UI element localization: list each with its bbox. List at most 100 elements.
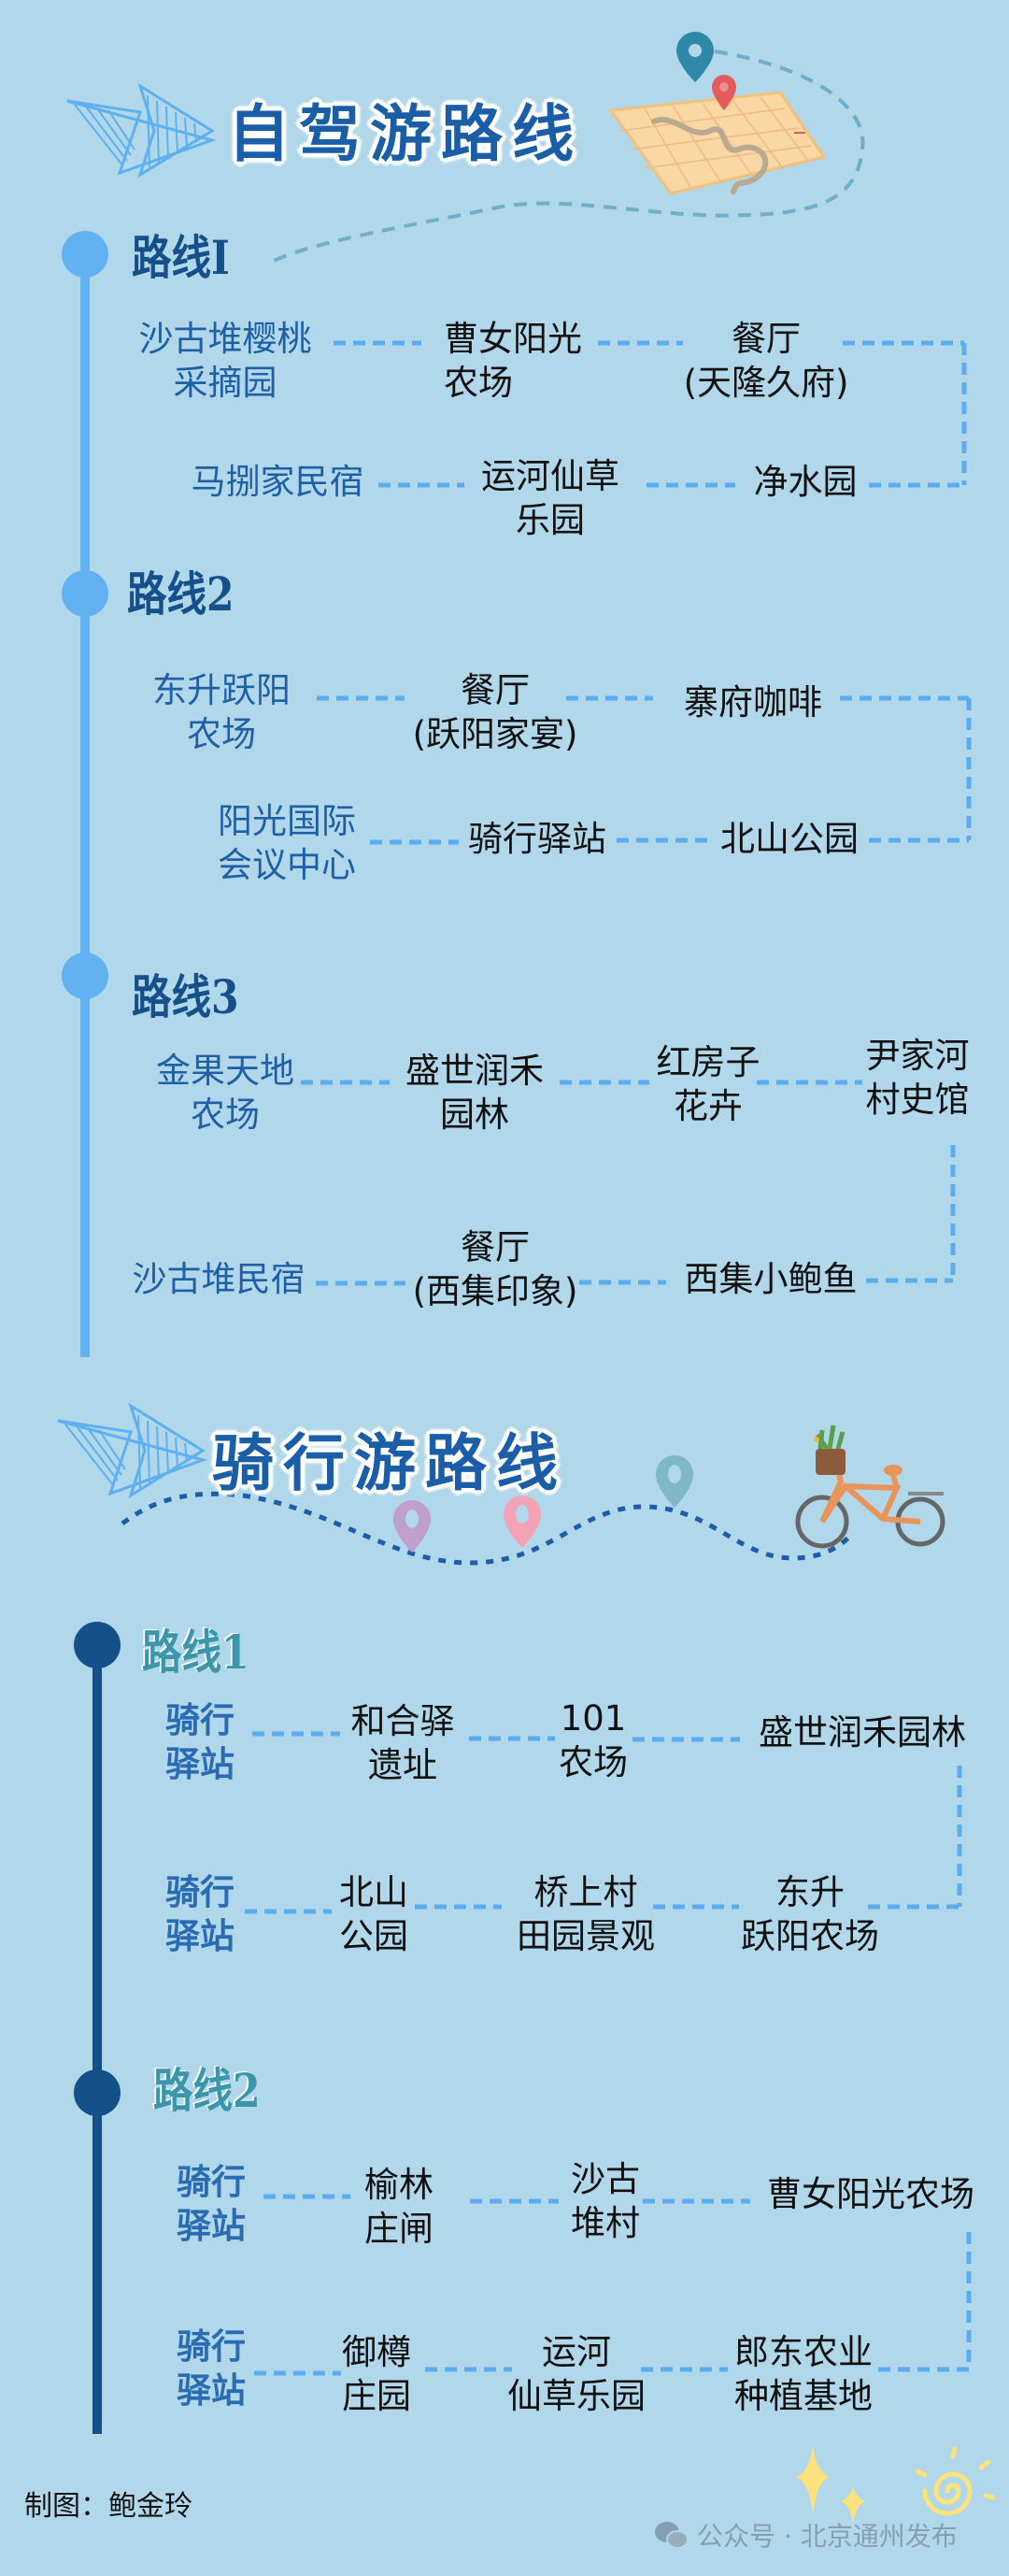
route-stop-line: (跃阳家宴) [412, 714, 578, 754]
route-stop-line: 净水园 [753, 461, 858, 502]
route-stop: 红房子花卉 [657, 1040, 760, 1128]
route-stop-line: 101 [560, 1698, 627, 1739]
route-stop-line: 东升跃阳 [152, 670, 291, 710]
route-stop: 榆林庄闸 [364, 2163, 433, 2251]
route-stop: 马捌家民宿 [192, 460, 364, 504]
route-stop: 沙古堆民宿 [133, 1257, 306, 1301]
route-dashed-path [269, 50, 865, 265]
route-stop: 骑行驿站 [165, 1870, 234, 1958]
route-stop: 北山公园 [339, 1870, 408, 1958]
route-stop: 御樽庄园 [342, 2330, 411, 2418]
route-stop-line: 村史馆 [865, 1080, 970, 1120]
route-stop: 骑行驿站 [165, 1698, 234, 1786]
route-stop-line: 仙草乐园 [507, 2376, 646, 2416]
timeline-dot [62, 231, 108, 278]
route-stop: 金果天地农场 [156, 1049, 294, 1137]
route-stop: 运河仙草乐园 [481, 454, 619, 542]
location-pin-icon [676, 32, 714, 82]
route-stop: 东升跃阳农场 [152, 668, 291, 756]
route-stop-line: 公园 [339, 1916, 408, 1956]
route-stop-line: 运河 [542, 2332, 611, 2372]
route-stop-line: 榆林 [364, 2165, 433, 2205]
route-stop: 桥上村田园景观 [517, 1870, 655, 1958]
route-stop: 尹家河村史馆 [866, 1034, 970, 1122]
section-title-cycling: 骑行游路线 [212, 1427, 567, 1499]
route-stop-line: 堆村 [571, 2203, 640, 2243]
sun-icon [915, 2446, 996, 2516]
route-stop: 东升跃阳农场 [741, 1870, 879, 1958]
route-stop-line: 沙古 [571, 2159, 640, 2199]
route-stop-line: 驿站 [165, 1916, 234, 1956]
route-stop-line: 农场 [191, 1095, 260, 1135]
route-heading: 路线1 [142, 1624, 249, 1680]
route-stop-line: 北山 [339, 1872, 408, 1912]
route-stop-line: 跃阳农场 [741, 1916, 879, 1956]
route-stop-line: 农场 [444, 363, 513, 403]
route-stop-line: 驿站 [177, 2206, 246, 2246]
wechat-icon [655, 2522, 689, 2549]
map-icon [608, 91, 827, 195]
route-stop-line: 马捌家民宿 [191, 461, 364, 502]
location-pin-icon [712, 75, 736, 110]
route-stop: 曹女阳光农场 [444, 317, 582, 405]
route-stop: 净水园 [754, 460, 858, 504]
arrow-icon [66, 82, 218, 179]
route-stop: 寨府咖啡 [684, 680, 822, 724]
route-stop: 盛世润禾园林 [759, 1710, 966, 1754]
route-stop: 运河仙草乐园 [507, 2330, 646, 2418]
route-stop-line: 东升 [775, 1872, 845, 1912]
route-stop-line: 盛世润禾园林 [759, 1711, 966, 1753]
route-stop: 和合驿遗址 [351, 1699, 455, 1787]
route-stop-line: (天隆久府) [683, 363, 849, 403]
route-stop-line: (西集印象) [412, 1271, 578, 1311]
route-stop: 西集小鲍鱼 [685, 1257, 858, 1301]
route-stop-line: 庄园 [342, 2376, 411, 2416]
route-stop-line: 庄闸 [364, 2209, 433, 2249]
watermark-text: 公众号 · 北京通州发布 [697, 2521, 958, 2552]
route-stop-line: 沙古堆樱桃 [138, 319, 312, 359]
route-stop-line: 驿站 [177, 2370, 246, 2411]
timeline-dot [62, 570, 108, 617]
route-stop-line: 寨府咖啡 [684, 681, 822, 723]
cycle-dotted-path [121, 1491, 855, 1566]
route-heading: 路线2 [153, 2063, 261, 2118]
route-stop: 沙古堆樱桃采摘园 [139, 317, 312, 405]
route-heading: 路线2 [127, 566, 234, 622]
arrow-icon [57, 1402, 207, 1499]
route-stop-line: 红房子 [656, 1042, 760, 1082]
sparkle-icon [796, 2446, 865, 2524]
route-stop-line: 驿站 [165, 1744, 234, 1784]
route-stop-line: 金果天地 [156, 1051, 294, 1091]
watermark: 公众号 · 北京通州发布 [654, 2516, 958, 2554]
route-stop-line: 御樽 [342, 2332, 411, 2372]
route-stop-line: 餐厅 [732, 319, 801, 359]
route-stop: 曹女阳光农场 [767, 2172, 974, 2216]
route-stop-line: 盛世润禾 [405, 1051, 544, 1091]
route-stop-line: 花卉 [674, 1086, 743, 1126]
route-stop-line: 骑行 [177, 2162, 246, 2202]
section-title-self-drive: 自驾游路线 [228, 98, 583, 170]
footer-credit: 制图：鲍金玲 [24, 2490, 192, 2523]
location-pin-icon [504, 1496, 541, 1548]
route-stop-line: 种植基地 [734, 2376, 873, 2416]
route-stop-line: 沙古堆民宿 [132, 1258, 306, 1299]
timeline-dot [62, 952, 108, 999]
route-stop: 郎东农业种植基地 [734, 2330, 873, 2418]
route-stop-line: 田园景观 [517, 1916, 655, 1956]
route-stop: 沙古堆村 [571, 2157, 640, 2245]
route-stop-line: 会议中心 [218, 845, 356, 885]
route-stop-line: 北山公园 [720, 818, 859, 859]
route-stop-line: 曹女阳光农场 [767, 2173, 974, 2214]
route-stop: 餐厅(跃阳家宴) [413, 668, 578, 756]
location-pin-icon [393, 1500, 431, 1553]
route-stop-line: 遗址 [368, 1745, 437, 1785]
route-stop-line: 餐厅 [461, 1227, 530, 1267]
route-stop-line: 园林 [440, 1095, 509, 1135]
route-stop-line: 农场 [559, 1742, 628, 1782]
route-stop-line: 骑行 [165, 1872, 234, 1912]
route-stop-line: 乐园 [516, 500, 585, 540]
route-heading: 路线3 [132, 969, 239, 1024]
